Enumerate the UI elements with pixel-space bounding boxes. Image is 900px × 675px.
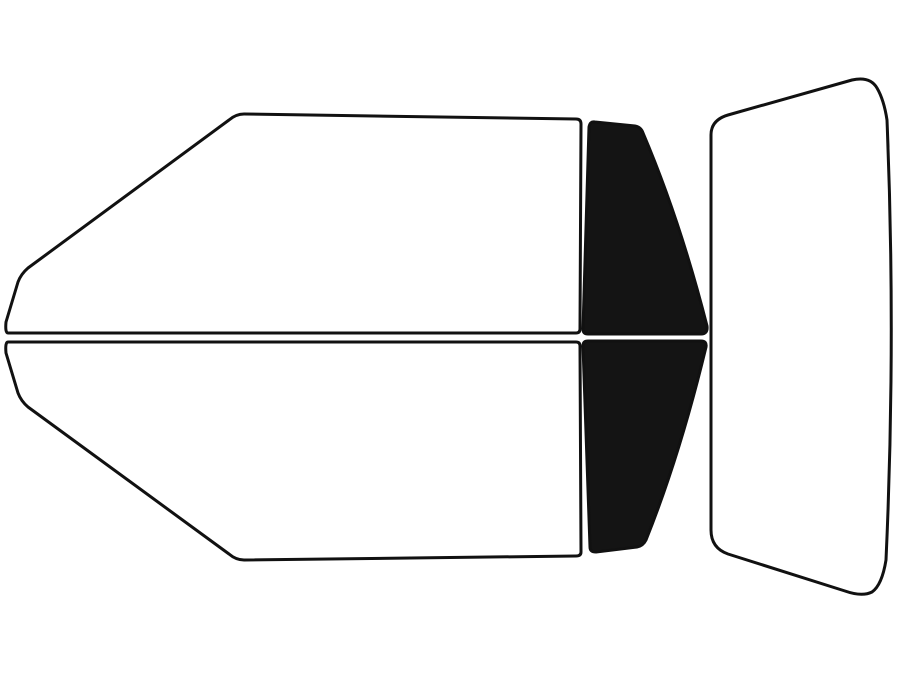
front-door-window-upper[interactable] [4,112,583,335]
rear-windshield[interactable] [709,77,893,596]
rear-quarter-window-lower[interactable] [581,339,708,554]
front-door-window-lower[interactable] [4,340,583,562]
rear-quarter-window-upper[interactable] [581,120,709,336]
